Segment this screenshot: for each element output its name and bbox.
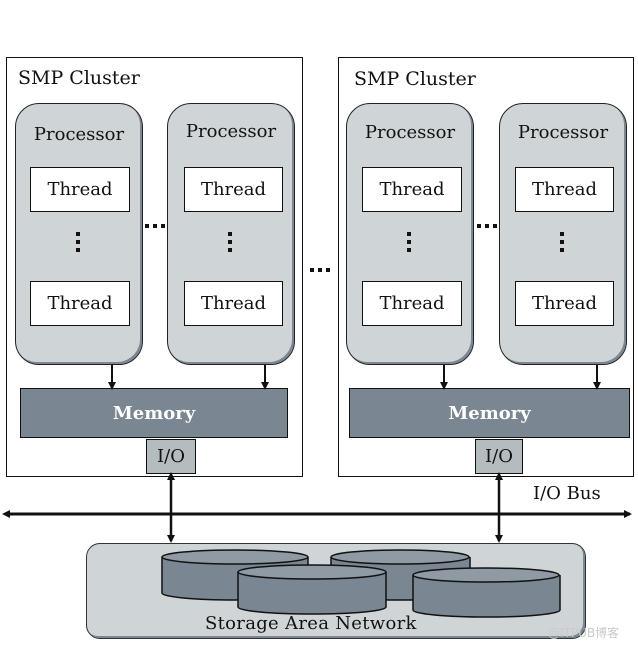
cluster-1-processor-1-thread-2: Thread xyxy=(30,281,130,326)
cluster-1-processor-1-title: Processor xyxy=(33,124,125,145)
horizontal-ellipsis-icon xyxy=(145,224,165,228)
storage-area-network-label: Storage Area Network xyxy=(205,613,417,634)
cluster-1-io: I/O xyxy=(146,439,196,474)
cluster-2-title: SMP Cluster xyxy=(354,68,476,90)
cluster-2-processor-2-thread-2: Thread xyxy=(515,281,614,326)
cluster-2-processor-1-thread-2: Thread xyxy=(362,281,462,326)
cluster-2-processor-2-title: Processor xyxy=(517,122,609,143)
cluster-2-memory: Memory xyxy=(349,388,630,438)
cluster-2-processor-1-title: Processor xyxy=(364,122,456,143)
cluster-2-processor-2-thread-1: Thread xyxy=(515,167,614,212)
io-bus-label: I/O Bus xyxy=(533,483,601,504)
horizontal-ellipsis-icon xyxy=(477,224,497,228)
disk-icon xyxy=(237,564,387,615)
cluster-2-processor-1-thread-1: Thread xyxy=(362,167,462,212)
horizontal-ellipsis-icon xyxy=(310,268,330,272)
cluster-1-memory: Memory xyxy=(20,388,288,438)
vertical-ellipsis-icon xyxy=(560,232,564,256)
cluster-1-processor-2-title: Processor xyxy=(185,121,277,142)
disk-icon xyxy=(412,567,561,618)
cluster-1-processor-2-thread-2: Thread xyxy=(184,281,283,326)
vertical-ellipsis-icon xyxy=(407,232,411,256)
vertical-ellipsis-icon xyxy=(228,232,232,256)
watermark: @ITPUB博客 xyxy=(548,626,620,640)
vertical-ellipsis-icon xyxy=(76,232,80,256)
cluster-1-title: SMP Cluster xyxy=(18,67,140,89)
cluster-1-processor-1-thread-1: Thread xyxy=(30,167,130,212)
cluster-2-io: I/O xyxy=(475,439,523,474)
cluster-1-processor-2-thread-1: Thread xyxy=(184,167,283,212)
